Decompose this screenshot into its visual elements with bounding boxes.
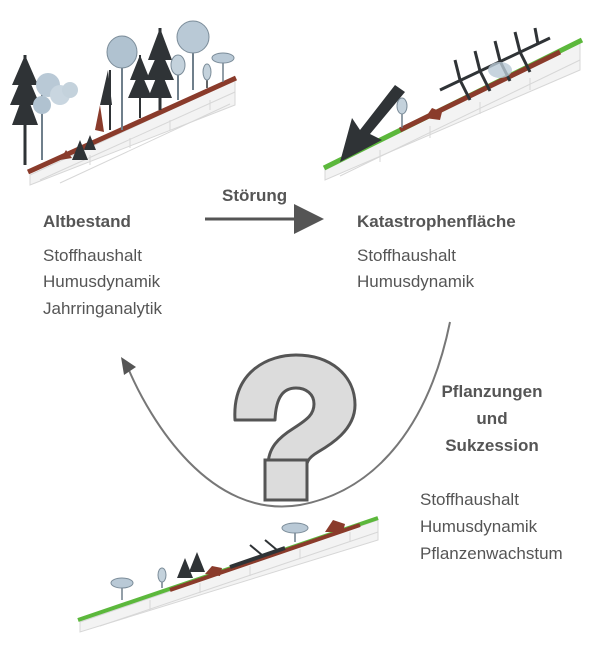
soil-line-2 — [398, 49, 562, 133]
pflanzungen-title-line: Pflanzungen — [441, 382, 543, 401]
altbestand-item: Stoffhaushalt — [43, 246, 142, 265]
stoerung-label: Störung — [222, 186, 288, 205]
altbestand-title: Altbestand — [43, 212, 131, 231]
katastrophenflaeche-illustration — [322, 27, 584, 181]
pflanzungen-title-line: und — [476, 409, 508, 428]
pflanzungen-title-line: Sukzession — [445, 436, 539, 455]
pflanzungen-item: Humusdynamik — [420, 517, 538, 536]
pflanzungen-illustration — [77, 516, 379, 633]
storm-arrow-icon — [340, 85, 405, 162]
katastrophenflaeche-title: Katastrophenfläche — [357, 212, 516, 231]
question-mark-icon — [233, 353, 357, 502]
pflanzungen-item: Pflanzenwachstum — [420, 544, 563, 563]
old-forest-trees — [10, 20, 235, 165]
altbestand-item: Humusdynamik — [43, 272, 161, 291]
katastrophenflaeche-item: Stoffhaushalt — [357, 246, 456, 265]
altbestand-item: Jahrringanalytik — [43, 299, 163, 318]
soil-line-3 — [169, 523, 361, 592]
katastrophenflaeche-item: Humusdynamik — [357, 272, 475, 291]
slope-wall-3 — [79, 519, 379, 633]
cycle-arrowhead — [121, 357, 136, 375]
pflanzungen-item: Stoffhaushalt — [420, 490, 519, 509]
fallen-tree — [439, 27, 551, 101]
cycle-curve-arrow — [127, 321, 451, 508]
fallen-log — [229, 546, 286, 569]
altbestand-illustration — [10, 20, 238, 186]
